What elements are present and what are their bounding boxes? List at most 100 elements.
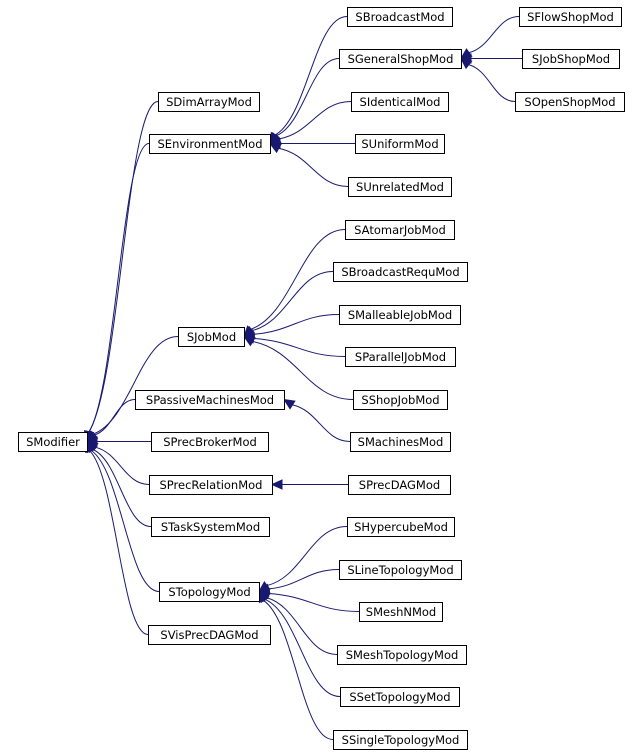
class-label: SMalleableJobMod xyxy=(348,308,452,322)
edge-s-set-topology-mod-to-s-topology-mod xyxy=(264,598,341,697)
class-label: SSetTopologyMod xyxy=(349,690,450,704)
edge-s-machines-mod-to-s-passive-machines-mod xyxy=(292,404,351,442)
class-label: SBroadcastRequMod xyxy=(341,265,459,279)
class-label: SUnrelatedMod xyxy=(356,180,444,194)
class-label: SPrecDAGMod xyxy=(359,478,440,492)
edge-s-general-shop-mod-to-s-environment-mod xyxy=(276,58,340,137)
class-node-s-topology-mod[interactable]: STopologyMod xyxy=(159,582,260,602)
class-node-s-parallel-job-mod[interactable]: SParallelJobMod xyxy=(345,347,456,367)
class-node-s-identical-mod[interactable]: SIdenticalMod xyxy=(351,92,449,112)
edge-s-atomar-job-mod-to-s-job-mod xyxy=(250,229,346,330)
class-box xyxy=(345,347,456,367)
class-node-s-hypercube-mod[interactable]: SHypercubeMod xyxy=(347,517,455,537)
class-node-s-prec-relation-mod[interactable]: SPrecRelationMod xyxy=(149,475,273,495)
class-box xyxy=(337,645,467,665)
class-node-s-modifier[interactable]: SModifier xyxy=(18,432,88,452)
class-node-s-unrelated-mod[interactable]: SUnrelatedMod xyxy=(348,177,452,197)
class-node-s-broadcast-requ-mod[interactable]: SBroadcastRequMod xyxy=(333,262,468,282)
class-box xyxy=(339,560,462,580)
class-node-s-mesh-topology-mod[interactable]: SMeshTopologyMod xyxy=(337,645,467,665)
class-node-s-broadcast-mod[interactable]: SBroadcastMod xyxy=(347,7,453,27)
class-box xyxy=(158,92,260,112)
edge-s-broadcast-requ-mod-to-s-job-mod xyxy=(251,271,334,332)
edge-s-shop-job-mod-to-s-job-mod xyxy=(252,341,354,400)
class-label: SPrecRelationMod xyxy=(160,478,263,492)
class-label: SSingleTopologyMod xyxy=(342,733,460,747)
class-box xyxy=(339,305,461,325)
class-box xyxy=(149,475,273,495)
arrowhead-s-general-shop-mod xyxy=(460,57,473,70)
class-node-s-task-system-mod[interactable]: STaskSystemMod xyxy=(151,517,270,537)
class-label: SHypercubeMod xyxy=(354,520,448,534)
edge-s-flow-shop-mod-to-s-general-shop-mod xyxy=(468,16,520,54)
class-label: SFlowShopMod xyxy=(527,10,614,24)
class-node-s-line-topology-mod[interactable]: SLineTopologyMod xyxy=(339,560,462,580)
class-node-s-atomar-job-mod[interactable]: SAtomarJobMod xyxy=(345,220,455,240)
class-label: SUniformMod xyxy=(361,137,438,151)
class-label: SPrecBrokerMod xyxy=(163,435,257,449)
edge-s-identical-mod-to-s-environment-mod xyxy=(278,101,352,140)
nodes-layer: SModifierSDimArrayModSEnvironmentModSBro… xyxy=(18,7,625,750)
class-box xyxy=(151,432,269,452)
arrowhead-s-environment-mod xyxy=(268,142,282,154)
edge-s-mesh-topology-mod-to-s-topology-mod xyxy=(266,597,338,655)
class-label: SModifier xyxy=(26,435,80,449)
edge-s-single-topology-mod-to-s-topology-mod xyxy=(263,600,334,740)
edge-s-topology-mod-to-s-modifier xyxy=(91,450,160,592)
class-box xyxy=(348,177,452,197)
class-node-s-job-mod[interactable]: SJobMod xyxy=(178,327,245,347)
class-box xyxy=(353,390,448,410)
edge-s-line-topology-mod-to-s-topology-mod xyxy=(268,569,340,590)
class-label: SMeshNMod xyxy=(366,605,436,619)
class-label: SJobMod xyxy=(187,330,236,344)
edge-s-malleable-job-mod-to-s-job-mod xyxy=(253,314,340,335)
edge-s-open-shop-mod-to-s-general-shop-mod xyxy=(468,64,516,102)
class-label: SAtomarJobMod xyxy=(354,223,446,237)
class-label: SJobShopMod xyxy=(532,52,610,66)
class-box xyxy=(135,390,285,410)
class-label: SMeshTopologyMod xyxy=(346,648,459,662)
class-node-s-general-shop-mod[interactable]: SGeneralShopMod xyxy=(339,49,462,69)
class-box xyxy=(355,134,445,154)
class-node-s-passive-machines-mod[interactable]: SPassiveMachinesMod xyxy=(135,390,285,410)
class-box xyxy=(340,687,460,707)
class-box xyxy=(347,517,455,537)
class-node-s-job-shop-mod[interactable]: SJobShopMod xyxy=(522,49,620,69)
class-label: SLineTopologyMod xyxy=(347,563,453,577)
class-box xyxy=(519,7,622,27)
class-node-s-machines-mod[interactable]: SMachinesMod xyxy=(350,432,451,452)
class-node-s-malleable-job-mod[interactable]: SMalleableJobMod xyxy=(339,305,461,325)
class-label: SEnvironmentMod xyxy=(158,137,263,151)
class-node-s-set-topology-mod[interactable]: SSetTopologyMod xyxy=(340,687,460,707)
class-box xyxy=(151,517,270,537)
class-node-s-prec-broker-mod[interactable]: SPrecBrokerMod xyxy=(151,432,269,452)
class-node-s-uniform-mod[interactable]: SUniformMod xyxy=(355,134,445,154)
class-box xyxy=(351,92,449,112)
edge-s-prec-relation-mod-to-s-modifier xyxy=(95,446,150,485)
edge-s-job-mod-to-s-modifier xyxy=(93,336,179,435)
class-label: STaskSystemMod xyxy=(161,520,260,534)
class-label: SMachinesMod xyxy=(358,435,444,449)
class-box xyxy=(359,602,443,622)
class-node-s-open-shop-mod[interactable]: SOpenShopMod xyxy=(515,92,625,112)
class-node-s-shop-job-mod[interactable]: SShopJobMod xyxy=(353,390,448,410)
class-node-s-environment-mod[interactable]: SEnvironmentMod xyxy=(149,134,271,154)
class-box xyxy=(522,49,620,69)
class-label: SShopJobMod xyxy=(361,393,439,407)
arrowhead-s-passive-machines-mod xyxy=(282,398,296,410)
class-label: SIdenticalMod xyxy=(360,95,441,109)
class-node-s-dim-array-mod[interactable]: SDimArrayMod xyxy=(158,92,260,112)
class-box xyxy=(350,432,451,452)
class-node-s-single-topology-mod[interactable]: SSingleTopologyMod xyxy=(333,730,468,750)
class-box xyxy=(149,134,271,154)
class-node-s-vis-prec-dag-mod[interactable]: SVisPrecDAGMod xyxy=(148,625,271,645)
class-box xyxy=(347,7,453,27)
edges-layer xyxy=(83,16,522,740)
edge-s-hypercube-mod-to-s-topology-mod xyxy=(266,526,348,587)
class-label: SGeneralShopMod xyxy=(348,52,454,66)
class-node-s-prec-dag-mod[interactable]: SPrecDAGMod xyxy=(348,475,451,495)
class-box xyxy=(159,582,260,602)
class-node-s-mesh-n-mod[interactable]: SMeshNMod xyxy=(359,602,443,622)
class-node-s-flow-shop-mod[interactable]: SFlowShopMod xyxy=(519,7,622,27)
